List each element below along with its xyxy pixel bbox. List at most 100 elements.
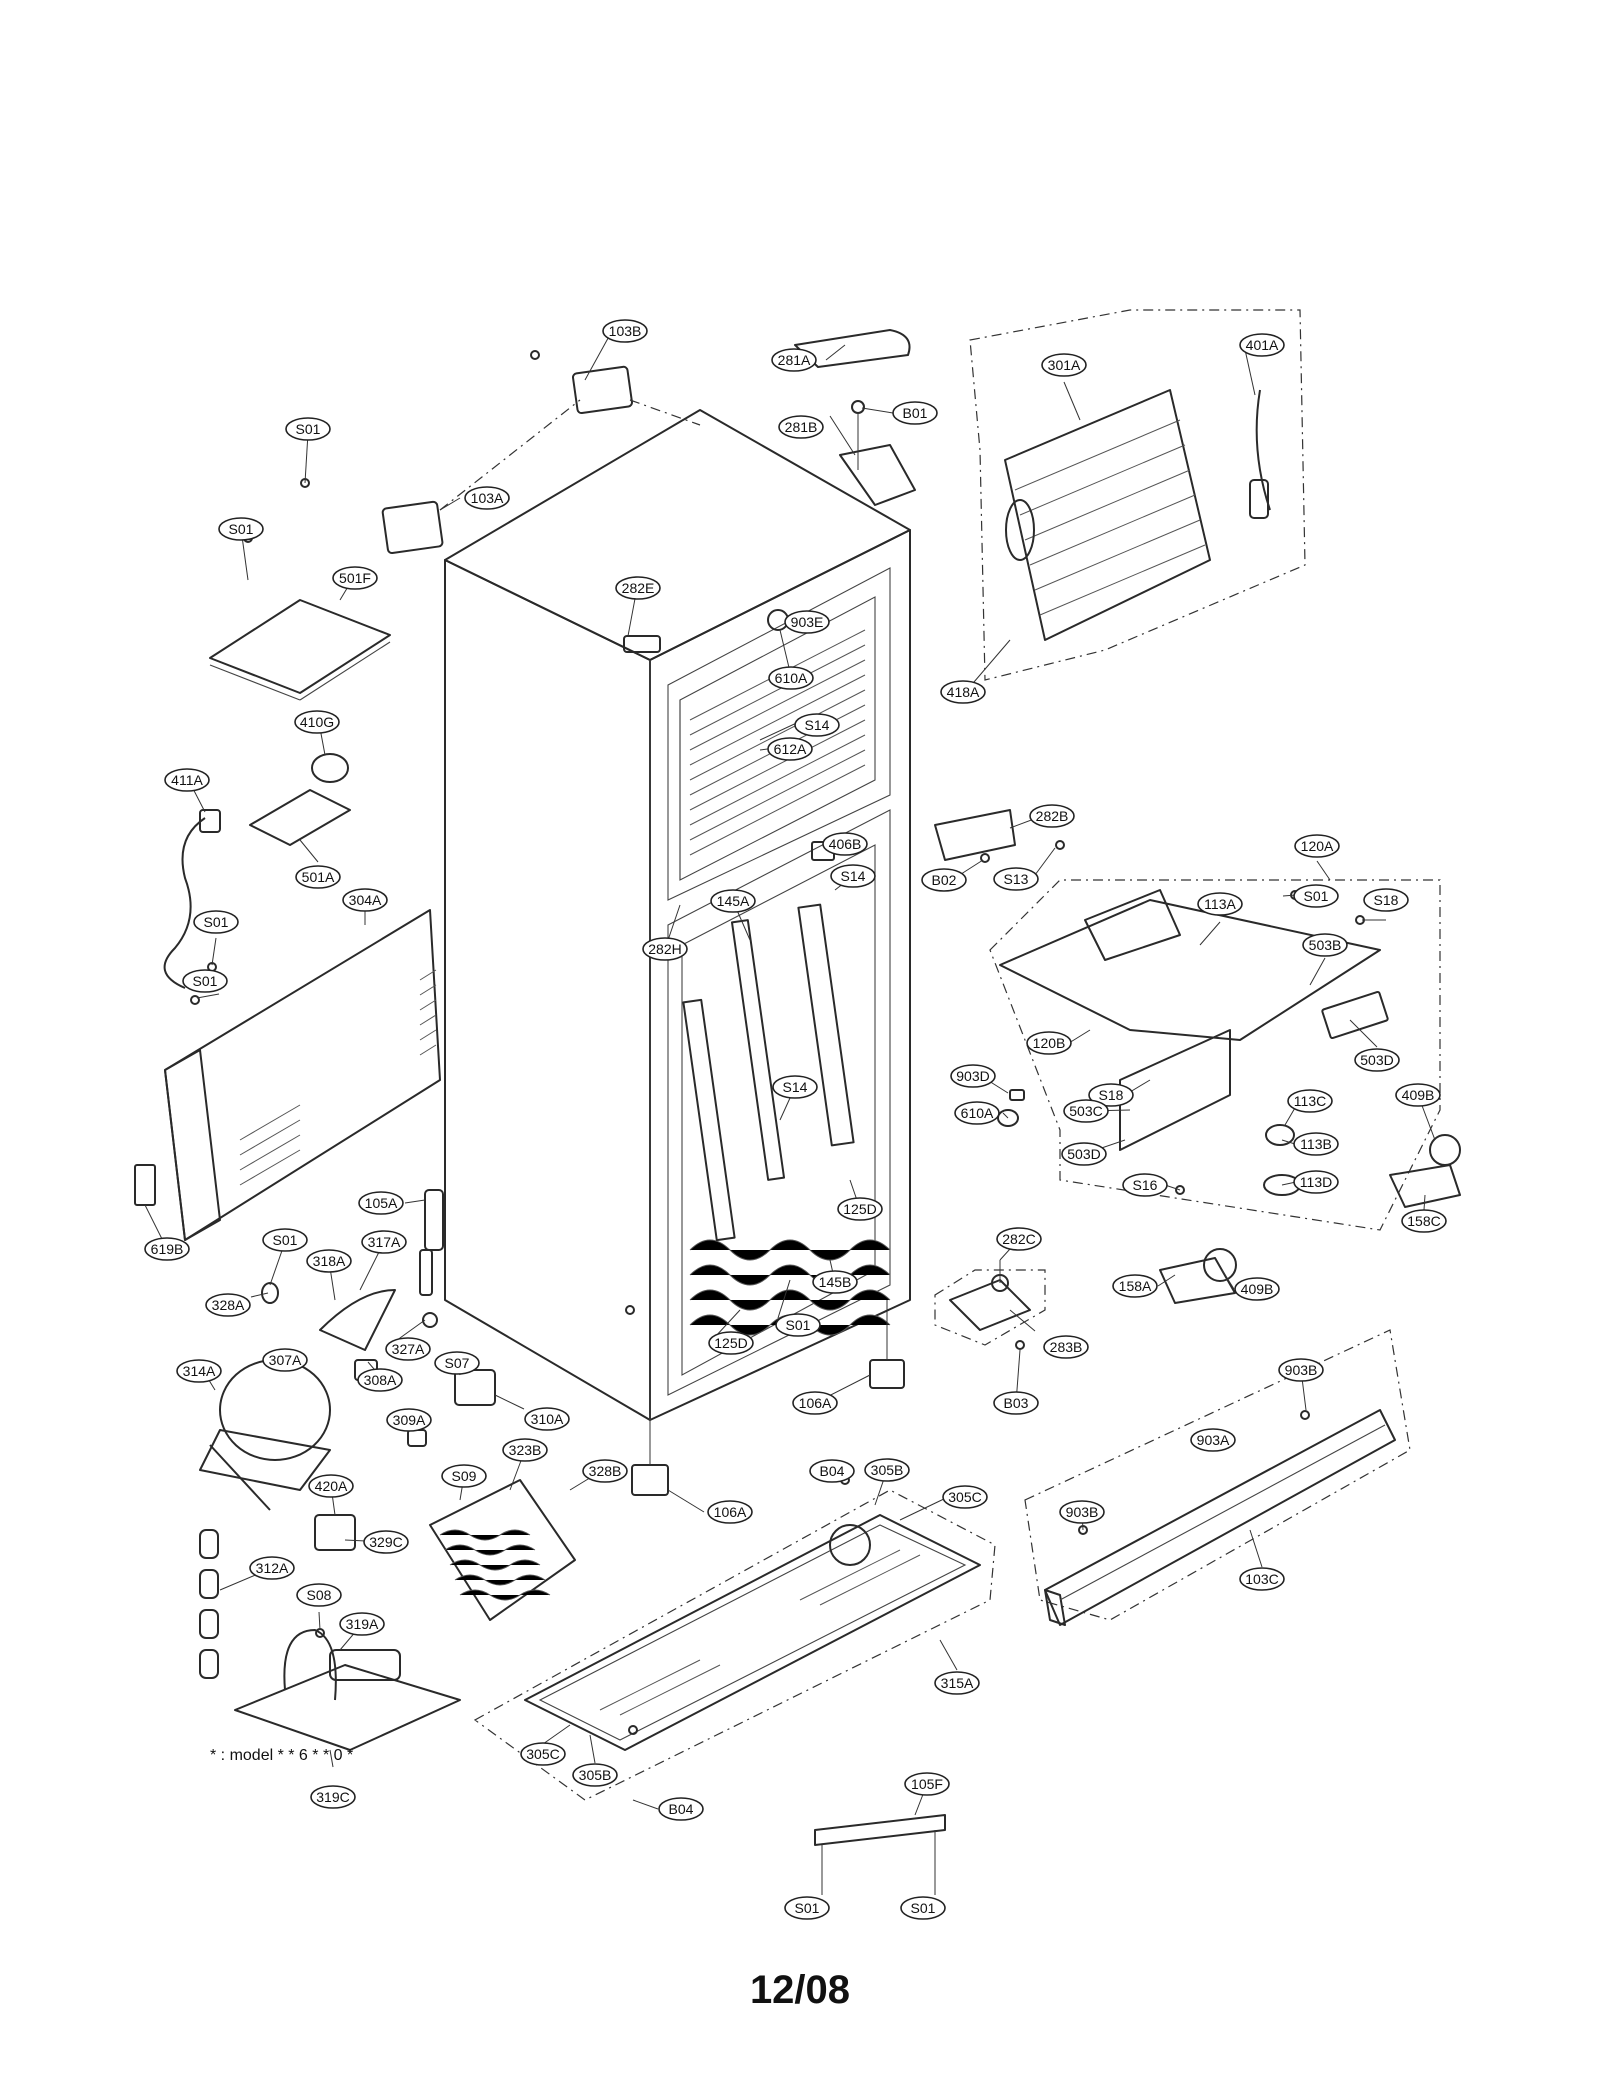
svg-text:282B: 282B xyxy=(1036,808,1069,824)
callout-323b: 323B xyxy=(502,1438,548,1462)
svg-text:318A: 318A xyxy=(313,1253,346,1269)
callout-s09: S09 xyxy=(441,1464,487,1488)
callout-310a: 310A xyxy=(524,1407,570,1431)
callout-113b: 113B xyxy=(1293,1132,1339,1156)
callout-s01: S01 xyxy=(218,517,264,541)
svg-text:120A: 120A xyxy=(1301,838,1334,854)
callout-145a: 145A xyxy=(710,889,756,913)
svg-text:418A: 418A xyxy=(947,684,980,700)
callout-b01: B01 xyxy=(892,401,938,425)
svg-text:105F: 105F xyxy=(911,1776,943,1792)
svg-text:S01: S01 xyxy=(1304,888,1329,904)
svg-text:612A: 612A xyxy=(774,741,807,757)
callout-420a: 420A xyxy=(308,1474,354,1498)
svg-text:305B: 305B xyxy=(871,1462,904,1478)
callout-409b: 409B xyxy=(1234,1277,1280,1301)
svg-text:282E: 282E xyxy=(622,580,655,596)
callout-s01: S01 xyxy=(784,1896,830,1920)
svg-text:S08: S08 xyxy=(307,1587,332,1603)
svg-text:406B: 406B xyxy=(829,836,862,852)
svg-text:903B: 903B xyxy=(1066,1504,1099,1520)
callout-903e: 903E xyxy=(784,610,830,634)
svg-text:503D: 503D xyxy=(1360,1052,1393,1068)
callout-106a: 106A xyxy=(707,1500,753,1524)
svg-text:411A: 411A xyxy=(171,772,203,788)
callout-282b: 282B xyxy=(1029,804,1075,828)
svg-text:B04: B04 xyxy=(820,1463,845,1479)
svg-text:317A: 317A xyxy=(368,1234,401,1250)
svg-text:113B: 113B xyxy=(1300,1136,1332,1152)
callout-113a: 113A xyxy=(1197,892,1243,916)
svg-text:329C: 329C xyxy=(369,1534,402,1550)
callout-103a: 103A xyxy=(464,486,510,510)
callout-401a: 401A xyxy=(1239,333,1285,357)
callout-s01: S01 xyxy=(262,1228,308,1252)
callout-328a: 328A xyxy=(205,1293,251,1317)
callout-s01: S01 xyxy=(1293,884,1339,908)
lower-hinge xyxy=(949,1260,1031,1331)
svg-text:S01: S01 xyxy=(273,1232,298,1248)
svg-text:S01: S01 xyxy=(204,914,229,930)
callout-410g: 410G xyxy=(294,710,340,734)
svg-text:158C: 158C xyxy=(1407,1213,1440,1229)
svg-text:501A: 501A xyxy=(302,869,335,885)
callout-158c: 158C xyxy=(1401,1209,1447,1233)
svg-text:103A: 103A xyxy=(471,490,504,506)
callout-328b: 328B xyxy=(582,1459,628,1483)
callout-301a: 301A xyxy=(1041,353,1087,377)
svg-text:327A: 327A xyxy=(392,1341,425,1357)
callout-283b: 283B xyxy=(1043,1335,1089,1359)
callout-903d: 903D xyxy=(950,1064,996,1088)
svg-text:158A: 158A xyxy=(1119,1278,1152,1294)
callout-307a: 307A xyxy=(262,1348,308,1372)
power-cord xyxy=(163,809,221,989)
page-footer-date: 12/08 xyxy=(749,1968,851,2012)
callout-305b: 305B xyxy=(572,1763,618,1787)
callout-308a: 308A xyxy=(357,1368,403,1392)
svg-text:903A: 903A xyxy=(1197,1432,1230,1448)
svg-text:312A: 312A xyxy=(256,1560,289,1576)
svg-text:125D: 125D xyxy=(843,1201,876,1217)
callout-s07: S07 xyxy=(434,1351,480,1375)
svg-text:120B: 120B xyxy=(1033,1035,1066,1051)
svg-text:319A: 319A xyxy=(346,1616,379,1632)
model-footnote: * : model * * 6 * * 0 * xyxy=(210,1747,353,1764)
svg-text:501F: 501F xyxy=(339,570,371,586)
callout-319a: 319A xyxy=(339,1612,385,1636)
callout-103c: 103C xyxy=(1239,1567,1285,1591)
svg-text:409B: 409B xyxy=(1241,1281,1274,1297)
callout-labels: 103B 281A 301A 401A S01 B01 281B 103A S0… xyxy=(144,319,1447,1920)
svg-text:323B: 323B xyxy=(509,1442,542,1458)
callout-503c: 503C xyxy=(1063,1099,1109,1123)
svg-text:409B: 409B xyxy=(1402,1087,1435,1103)
callout-125d: 125D xyxy=(837,1197,883,1221)
callout-318a: 318A xyxy=(306,1249,352,1273)
svg-text:S01: S01 xyxy=(193,973,218,989)
callout-s18: S18 xyxy=(1088,1083,1134,1107)
svg-text:S13: S13 xyxy=(1004,871,1029,887)
callout-612a: 612A xyxy=(767,737,813,761)
svg-text:B02: B02 xyxy=(932,872,957,888)
callout-s16: S16 xyxy=(1122,1173,1168,1197)
svg-text:281B: 281B xyxy=(785,419,818,435)
back-cover-304a xyxy=(134,909,441,1241)
callout-s01: S01 xyxy=(775,1313,821,1337)
callout-113d: 113D xyxy=(1293,1170,1339,1194)
svg-text:420A: 420A xyxy=(315,1478,348,1494)
svg-text:103C: 103C xyxy=(1245,1571,1278,1587)
callout-610a: 610A xyxy=(954,1101,1000,1125)
svg-text:S14: S14 xyxy=(805,717,830,733)
svg-text:113D: 113D xyxy=(1300,1174,1332,1190)
svg-text:103B: 103B xyxy=(609,323,642,339)
callout-281a: 281A xyxy=(771,348,817,372)
callout-b02: B02 xyxy=(921,868,967,892)
svg-text:S01: S01 xyxy=(296,421,321,437)
svg-text:619B: 619B xyxy=(151,1241,184,1257)
callout-903b: 903B xyxy=(1059,1500,1105,1524)
svg-text:309A: 309A xyxy=(393,1412,426,1428)
svg-text:305C: 305C xyxy=(948,1489,981,1505)
svg-text:315A: 315A xyxy=(941,1675,974,1691)
callout-s01: S01 xyxy=(285,417,331,441)
callout-282e: 282E xyxy=(615,576,661,600)
